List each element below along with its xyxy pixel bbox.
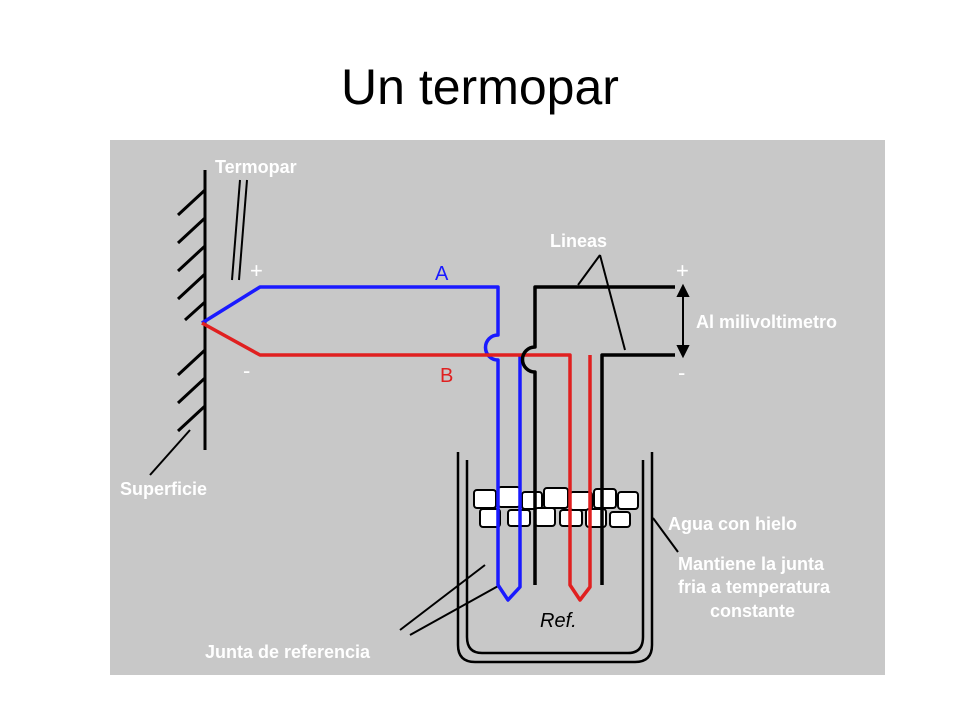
lineas-label: Lineas <box>550 231 607 251</box>
wire-a-label: A <box>435 263 449 285</box>
pointer-lines <box>149 179 679 636</box>
diagram-svg: Termopar Lineas + - A B + - Al milivolti… <box>120 157 837 664</box>
voltage-arrow <box>676 283 690 359</box>
mantiene-line-2: fria a temperatura <box>678 577 831 597</box>
milivoltimetro-label: Al milivoltimetro <box>696 312 837 332</box>
agua-label: Agua con hielo <box>668 514 797 534</box>
meter-leads <box>520 285 675 585</box>
plus-left-label: + <box>250 258 263 283</box>
surface <box>176 170 207 450</box>
superficie-label: Superficie <box>120 479 207 499</box>
thermocouple-diagram: Termopar Lineas + - A B + - Al milivolti… <box>110 140 885 675</box>
wire-b-label: B <box>440 365 453 387</box>
wire-b <box>201 321 592 602</box>
slide-title: Un termopar <box>341 59 619 115</box>
mantiene-line-1: Mantiene la junta <box>678 554 825 574</box>
wire-a <box>201 285 522 602</box>
mantiene-line-3: constante <box>710 601 795 621</box>
minus-left-label: - <box>243 358 250 383</box>
ice-bath-container <box>456 452 654 664</box>
plus-right-label: + <box>676 258 689 283</box>
minus-right-label: - <box>678 360 685 385</box>
ref-label: Ref. <box>540 610 577 632</box>
junta-label: Junta de referencia <box>205 642 371 662</box>
termopar-label: Termopar <box>215 157 297 177</box>
